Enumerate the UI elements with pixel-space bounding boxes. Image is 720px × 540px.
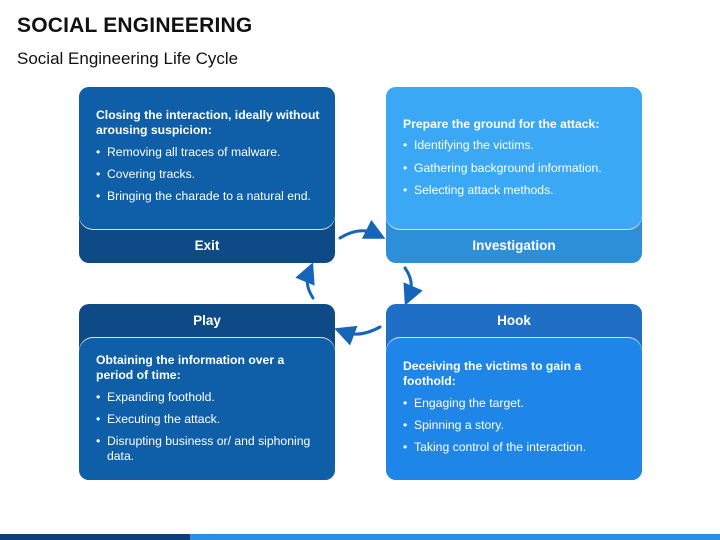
play-label: Play [193, 313, 221, 328]
arrow-hook-to-play-icon [334, 325, 382, 346]
investigation-card: Prepare the ground for the attack: Ident… [386, 87, 642, 263]
slide-subtitle: Social Engineering Life Cycle [17, 49, 239, 68]
slide-title: SOCIAL ENGINEERING [17, 14, 253, 37]
exit-bullet: Covering tracks. [96, 167, 321, 183]
hook-card: Hook Deceiving the victims to gain a foo… [386, 304, 642, 480]
investigation-bullet: Selecting attack methods. [403, 183, 628, 199]
investigation-bullet: Identifying the victims. [403, 138, 628, 154]
investigation-bullet-list: Identifying the victims. Gathering backg… [403, 138, 628, 198]
investigation-bullet: Gathering background information. [403, 161, 628, 177]
footer-bar-light-segment [190, 534, 720, 540]
play-heading: Obtaining the information over a period … [96, 353, 285, 383]
hook-bullet: Engaging the target. [403, 396, 628, 412]
hook-card-body: Deceiving the victims to gain a foothold… [386, 338, 642, 480]
exit-label: Exit [194, 238, 220, 253]
hook-bullet: Spinning a story. [403, 418, 628, 434]
play-bullet: Executing the attack. [96, 412, 321, 428]
exit-bullet: Bringing the charade to a natural end. [96, 189, 321, 205]
hook-bullet-list: Engaging the target. Spinning a story. T… [403, 396, 628, 456]
footer-bar [0, 534, 720, 540]
exit-bullet: Removing all traces of malware. [96, 145, 321, 161]
arrow-investigation-to-hook-icon [403, 266, 423, 306]
arrow-play-to-exit-icon [295, 262, 315, 300]
hook-label: Hook [497, 313, 531, 328]
investigation-label: Investigation [472, 238, 556, 253]
exit-bullet-list: Removing all traces of malware. Covering… [96, 145, 321, 205]
play-card: Play Obtaining the information over a pe… [79, 304, 335, 480]
footer-bar-dark-segment [0, 534, 190, 540]
play-bullet-list: Expanding foothold. Executing the attack… [96, 390, 321, 465]
hook-heading: Deceiving the victims to gain a foothold… [403, 359, 582, 389]
exit-card: Closing the interaction, ideally without… [79, 87, 335, 263]
investigation-card-body: Prepare the ground for the attack: Ident… [386, 87, 642, 229]
exit-heading: Closing the interaction, ideally without… [96, 108, 320, 138]
exit-card-body: Closing the interaction, ideally without… [79, 87, 335, 229]
hook-bullet: Taking control of the interaction. [403, 440, 628, 456]
play-card-body: Obtaining the information over a period … [79, 338, 335, 480]
play-bullet: Expanding foothold. [96, 390, 321, 406]
play-bullet: Disrupting business or/ and siphoning da… [96, 434, 321, 465]
arrow-exit-to-investigation-icon [338, 219, 386, 240]
investigation-heading: Prepare the ground for the attack: [403, 117, 600, 131]
